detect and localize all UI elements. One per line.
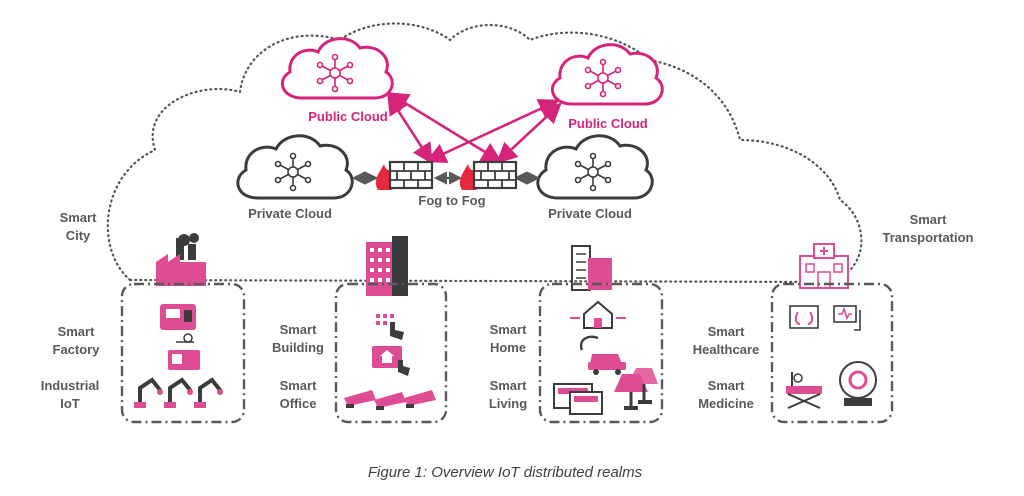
smart-transportation-label-1: Smart [910, 212, 948, 227]
realm-factory-l4: IoT [60, 396, 80, 411]
fog-cloud-outline [106, 22, 863, 284]
fog-to-fog-label: Fog to Fog [418, 193, 485, 208]
hub-icon [316, 53, 354, 93]
realm-box-building [334, 282, 448, 424]
realm-building-l2: Building [272, 340, 324, 355]
hub-icon [584, 58, 622, 98]
xray-icon [789, 305, 819, 329]
realm-home-l2: Home [490, 340, 526, 355]
realm-building-l1: Smart [280, 322, 318, 337]
private-cloud-right-label: Private Cloud [548, 206, 632, 221]
hub-icon [274, 152, 312, 192]
smart-city-label-1: Smart [60, 210, 98, 225]
realm-health-l2: Healthcare [693, 342, 759, 357]
car-sync-icon [579, 335, 626, 375]
realm-building-l4: Office [280, 396, 317, 411]
figure-caption: Figure 1: Overview IoT distributed realm… [367, 464, 643, 481]
private-cloud-right [536, 134, 654, 200]
realm-box-health [770, 282, 894, 424]
firewall-right-icon [459, 160, 518, 190]
realm-building-l3: Smart [280, 378, 318, 393]
realm-box-factory [120, 282, 246, 424]
security-camera-icon [344, 390, 436, 410]
robot-base-icon [134, 389, 223, 408]
hub-icon [574, 152, 612, 192]
realm-health-l4: Medicine [698, 396, 754, 411]
realm-factory-l2: Factory [53, 342, 101, 357]
public-cloud-left-label: Public Cloud [308, 109, 388, 124]
realm-box-home [538, 282, 664, 424]
firewall-left-icon [375, 160, 434, 190]
lamp-icon [614, 368, 658, 410]
private-cloud-left [236, 134, 354, 200]
appliances-icon [553, 383, 603, 415]
smart-transportation-label-2: Transportation [882, 230, 973, 245]
touch-keypad-icon [376, 314, 404, 340]
private-cloud-left-label: Private Cloud [248, 206, 332, 221]
smart-tablet-icon [372, 346, 410, 376]
realm-health-l1: Smart [708, 324, 746, 339]
cross-arrows [387, 92, 562, 165]
realm-home-l4: Living [489, 396, 527, 411]
factory-icon [156, 233, 206, 286]
realm-home-l1: Smart [490, 322, 528, 337]
control-panel-icon [168, 333, 200, 370]
mri-scanner-icon [839, 361, 877, 406]
robot-arm-icon [138, 377, 222, 406]
smart-city-label-2: City [66, 228, 91, 243]
realm-health-l3: Smart [708, 378, 746, 393]
heart-monitor-icon [833, 305, 861, 331]
hospital-icon [799, 243, 849, 289]
hospital-bed-icon [786, 372, 822, 409]
public-cloud-right [550, 43, 664, 106]
cnc-machine-icon [160, 304, 196, 330]
smart-home-icon [570, 300, 626, 329]
realm-factory-l1: Smart [58, 324, 96, 339]
public-cloud-right-label: Public Cloud [568, 116, 648, 131]
realm-home-l3: Smart [490, 378, 528, 393]
iot-realms-diagram: Public Cloud Public Cloud Private Cloud [41, 22, 974, 424]
public-cloud-left [280, 37, 394, 100]
realm-factory-l3: Industrial [41, 378, 100, 393]
office-tower-icon [366, 236, 408, 296]
